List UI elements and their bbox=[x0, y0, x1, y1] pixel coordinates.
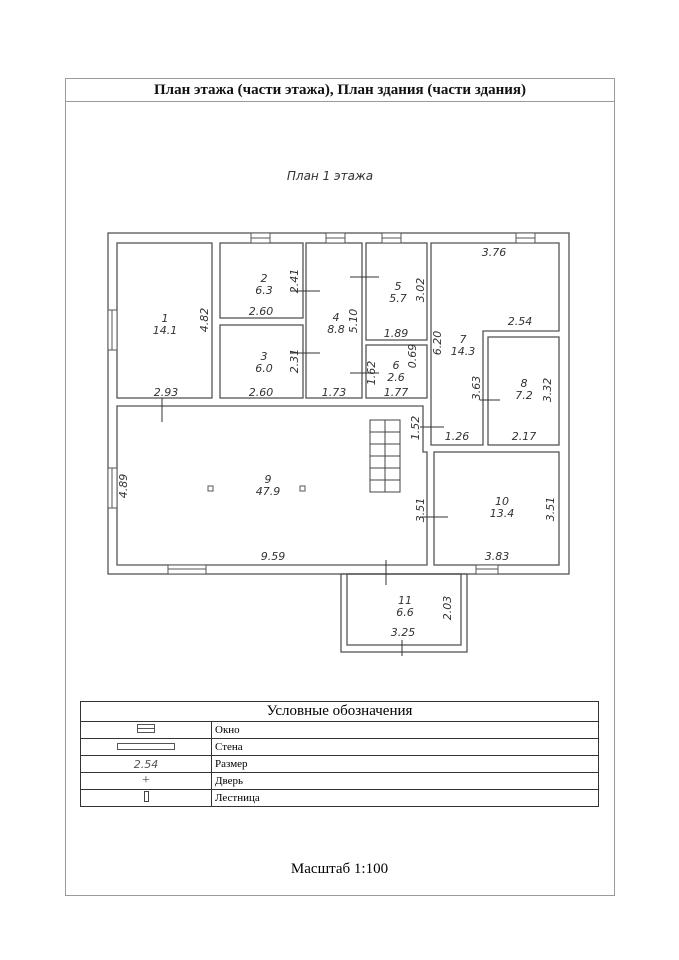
svg-text:4.89: 4.89 bbox=[117, 474, 130, 499]
svg-text:8.8: 8.8 bbox=[327, 323, 345, 336]
svg-text:6.0: 6.0 bbox=[255, 362, 273, 375]
stairs-icon bbox=[369, 419, 401, 493]
svg-text:1.52: 1.52 bbox=[409, 416, 422, 441]
svg-text:3.51: 3.51 bbox=[414, 498, 427, 523]
room-6 bbox=[365, 344, 428, 399]
svg-text:2.60: 2.60 bbox=[249, 386, 274, 399]
svg-text:6.20: 6.20 bbox=[431, 331, 444, 356]
legend-title: Условные обозначения bbox=[80, 701, 599, 722]
svg-text:0.69: 0.69 bbox=[406, 344, 419, 369]
room-9 bbox=[116, 405, 428, 566]
svg-text:2.17: 2.17 bbox=[512, 430, 537, 443]
svg-text:7: 7 bbox=[460, 333, 467, 346]
svg-text:6.3: 6.3 bbox=[255, 284, 273, 297]
window-icons bbox=[107, 232, 536, 575]
svg-text:3.63: 3.63 bbox=[470, 376, 483, 401]
column-marker bbox=[299, 485, 306, 492]
svg-text:6: 6 bbox=[393, 359, 400, 372]
room-7 bbox=[430, 242, 560, 446]
svg-text:9.59: 9.59 bbox=[261, 550, 286, 563]
svg-text:1.77: 1.77 bbox=[384, 386, 409, 399]
svg-text:1.89: 1.89 bbox=[384, 327, 409, 340]
svg-text:2.93: 2.93 bbox=[154, 386, 179, 399]
legend-label: Окно bbox=[211, 721, 599, 739]
room-labels: 114.1 26.3 36.0 48.8 55.7 62.6 714.3 87.… bbox=[153, 272, 533, 619]
svg-text:3.02: 3.02 bbox=[414, 278, 427, 303]
outer-wall bbox=[107, 232, 570, 575]
svg-text:6.6: 6.6 bbox=[396, 606, 414, 619]
svg-text:4: 4 bbox=[333, 311, 340, 324]
window-icon bbox=[137, 724, 155, 733]
dimension-sample: 2.54 bbox=[80, 755, 212, 773]
legend-label: Стена bbox=[211, 738, 599, 756]
svg-text:4.82: 4.82 bbox=[198, 308, 211, 333]
svg-text:7.2: 7.2 bbox=[515, 389, 533, 402]
svg-text:1.73: 1.73 bbox=[322, 386, 347, 399]
svg-text:5.7: 5.7 bbox=[389, 292, 407, 305]
svg-text:1: 1 bbox=[162, 312, 169, 325]
svg-text:3: 3 bbox=[261, 350, 268, 363]
svg-text:11: 11 bbox=[398, 594, 412, 607]
page-title: План этажа (части этажа), План здания (ч… bbox=[154, 82, 526, 98]
room-3 bbox=[219, 324, 304, 399]
sheet-border bbox=[65, 78, 615, 896]
door-icon: + bbox=[142, 773, 150, 788]
wall-icon bbox=[117, 743, 175, 750]
svg-text:3.76: 3.76 bbox=[482, 246, 507, 259]
room-8 bbox=[487, 336, 560, 446]
svg-text:3.83: 3.83 bbox=[485, 550, 510, 563]
svg-text:14.1: 14.1 bbox=[153, 324, 178, 337]
column-marker bbox=[207, 485, 214, 492]
svg-text:2.6: 2.6 bbox=[387, 371, 405, 384]
svg-text:14.3: 14.3 bbox=[451, 345, 476, 358]
svg-text:3.32: 3.32 bbox=[541, 378, 554, 403]
title-divider bbox=[65, 101, 615, 102]
stairs-icon bbox=[143, 791, 149, 802]
svg-text:2.03: 2.03 bbox=[441, 596, 454, 621]
svg-text:3.25: 3.25 bbox=[391, 626, 416, 639]
dimension-labels: 4.82 2.93 2.41 2.60 2.31 2.60 5.10 1.73 … bbox=[117, 246, 557, 639]
svg-text:47.9: 47.9 bbox=[256, 485, 281, 498]
svg-text:2.31: 2.31 bbox=[288, 349, 301, 374]
svg-text:5: 5 bbox=[395, 280, 402, 293]
svg-text:1.26: 1.26 bbox=[445, 430, 470, 443]
svg-text:2.60: 2.60 bbox=[249, 305, 274, 318]
svg-text:9: 9 bbox=[265, 473, 272, 486]
svg-text:5.10: 5.10 bbox=[347, 309, 360, 334]
svg-text:13.4: 13.4 bbox=[490, 507, 515, 520]
svg-text:2: 2 bbox=[261, 272, 268, 285]
room-11 bbox=[346, 573, 462, 646]
legend-label: Дверь bbox=[211, 772, 599, 790]
svg-text:3.51: 3.51 bbox=[544, 497, 557, 522]
svg-text:2.54: 2.54 bbox=[508, 315, 533, 328]
svg-text:10: 10 bbox=[495, 495, 509, 508]
svg-text:1.62: 1.62 bbox=[365, 361, 378, 386]
svg-text:2.41: 2.41 bbox=[288, 269, 301, 294]
scale-label: Масштаб 1:100 bbox=[290, 861, 389, 877]
legend-label: Лестница bbox=[211, 789, 599, 807]
plan-subtitle: План 1 этажа bbox=[287, 169, 373, 183]
door-icons bbox=[161, 276, 500, 656]
legend-label: Размер bbox=[211, 755, 599, 773]
svg-text:8: 8 bbox=[521, 377, 528, 390]
